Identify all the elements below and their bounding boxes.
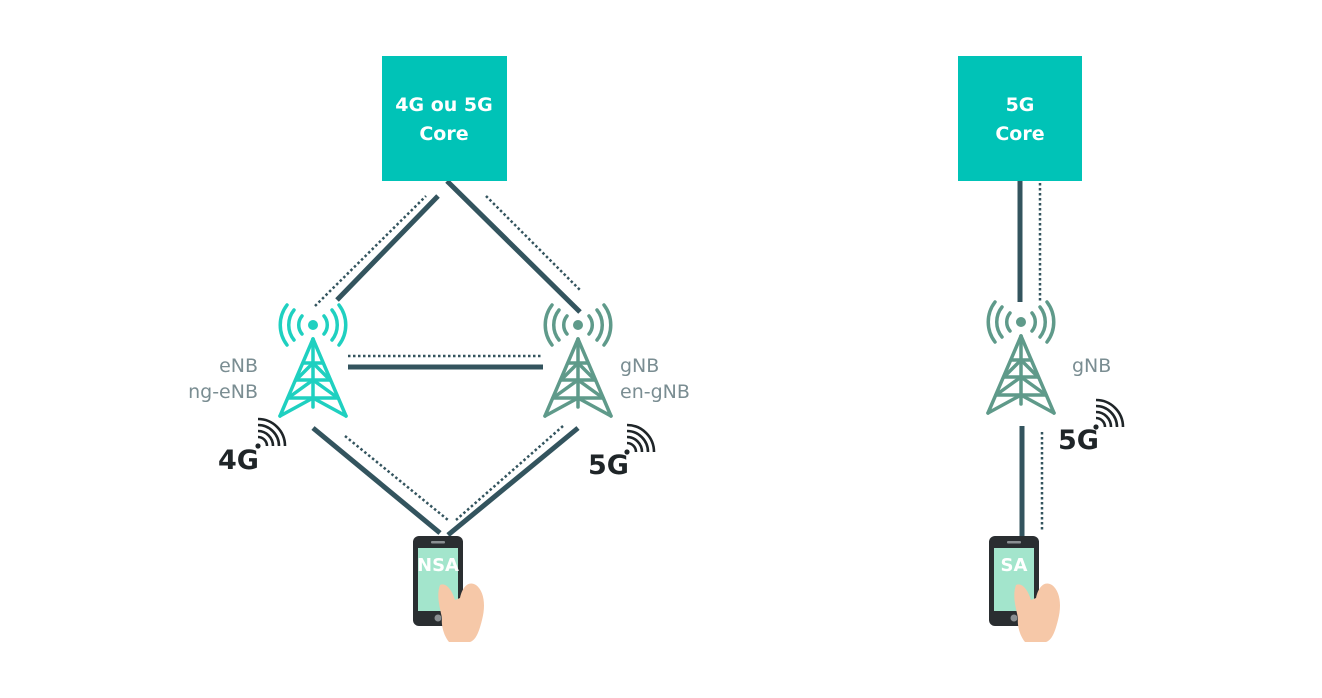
nsa-core-box: 4G ou 5G Core xyxy=(382,56,507,181)
gnb-generation-label: 5G xyxy=(588,450,629,481)
nsa-phone-label: NSA xyxy=(417,555,459,576)
signal-waves-icon xyxy=(254,417,287,450)
nsa-core-label-line2: Core xyxy=(419,123,468,145)
enb-core-control-link xyxy=(314,195,427,307)
nsa-diagram: 4G ou 5G Core eNB ng-eNB 4G xyxy=(188,56,690,642)
hand-icon xyxy=(1014,583,1060,642)
enb-generation-label: 4G xyxy=(218,445,259,476)
gnb-phone-link xyxy=(446,426,580,537)
enb-label-line2: ng-eNB xyxy=(188,381,258,403)
gnb-core-control-link xyxy=(485,195,581,291)
sa-core-label-line2: Core xyxy=(995,123,1044,145)
sa-gnb-generation-label: 5G xyxy=(1058,425,1099,456)
enb-core-link xyxy=(335,194,440,302)
hand-icon xyxy=(438,583,484,642)
enb-label-line1: eNB xyxy=(219,355,258,377)
sa-core-box: 5G Core xyxy=(958,56,1082,181)
gnb-core-link xyxy=(445,179,582,314)
sa-gnb-label: gNB xyxy=(1072,355,1111,377)
gnb-label-line2: en-gNB xyxy=(620,381,690,403)
cell-tower-icon xyxy=(278,303,348,418)
nsa-core-label-line1: 4G ou 5G xyxy=(395,94,492,116)
enb-phone-link xyxy=(311,426,442,535)
sa-diagram: 5G Core gNB 5G xyxy=(958,56,1125,642)
gnb-phone-control-link xyxy=(455,425,564,521)
sa-core-label-line1: 5G xyxy=(1006,94,1035,116)
enb-phone-control-link xyxy=(344,435,449,521)
cell-tower-icon xyxy=(543,303,613,418)
gnb-label-line1: gNB xyxy=(620,355,659,377)
cell-tower-icon xyxy=(986,300,1056,415)
sa-phone-label: SA xyxy=(1001,555,1028,576)
